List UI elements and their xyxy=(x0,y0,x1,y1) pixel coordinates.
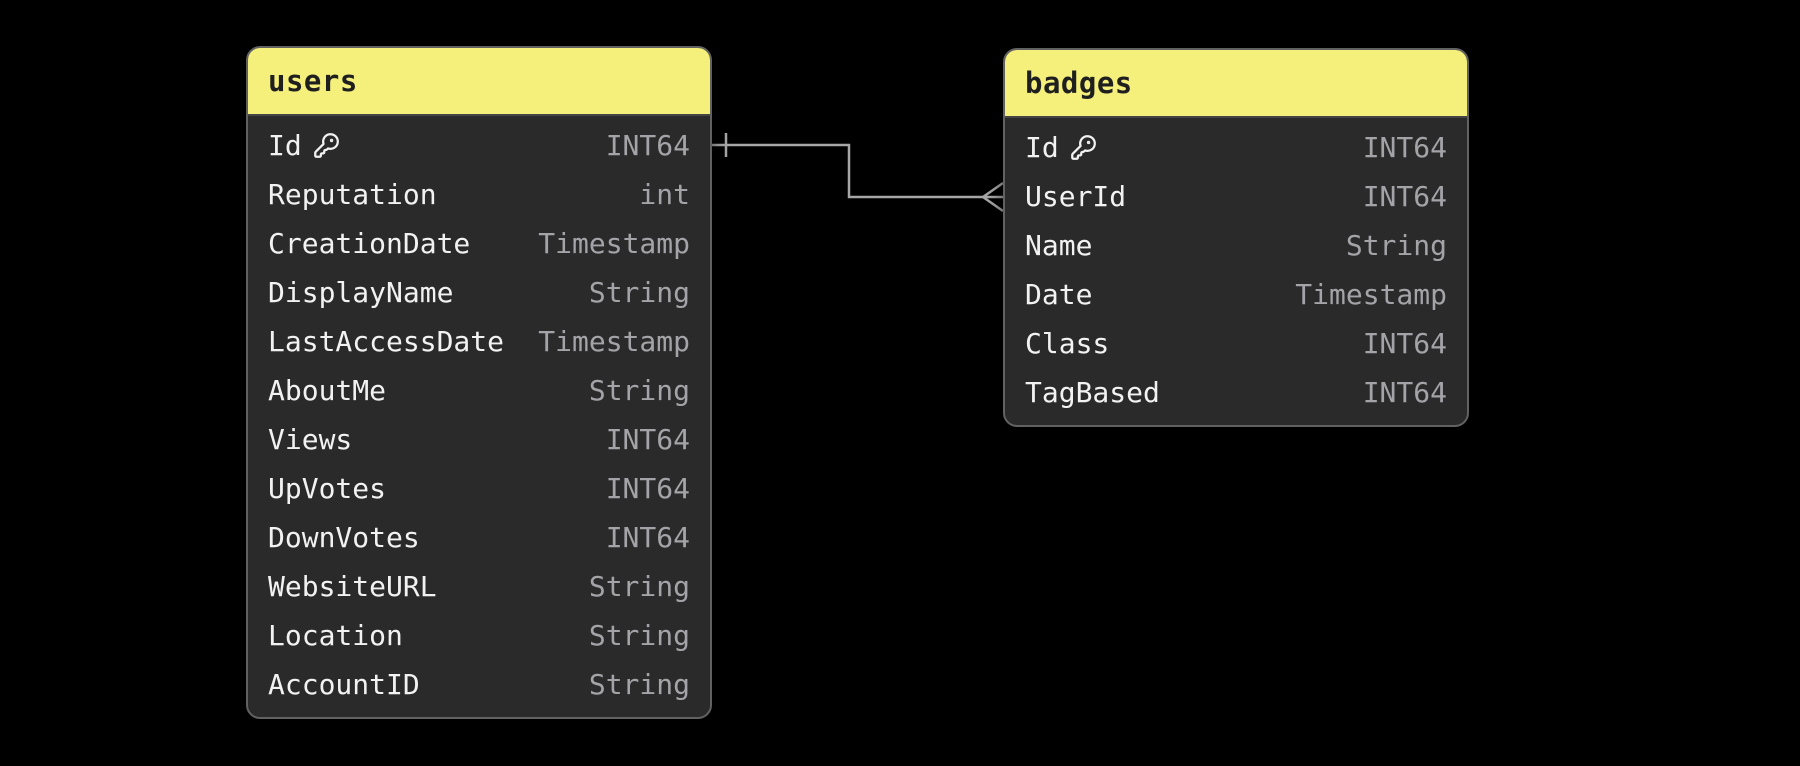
field-row[interactable]: Id INT64 xyxy=(1005,123,1467,172)
field-row[interactable]: Reputation int xyxy=(248,170,710,219)
field-name: DisplayName xyxy=(268,276,454,309)
field-type: int xyxy=(639,178,690,211)
field-name: TagBased xyxy=(1025,376,1160,409)
cardinality-many-crowfoot xyxy=(982,181,1004,213)
field-name: Id xyxy=(268,129,340,162)
field-type: INT64 xyxy=(1362,376,1447,409)
table-title: users xyxy=(268,64,358,98)
field-row[interactable]: Location String xyxy=(248,611,710,660)
field-row[interactable]: Date Timestamp xyxy=(1005,270,1467,319)
field-name: WebsiteURL xyxy=(268,570,437,603)
field-row[interactable]: DisplayName String xyxy=(248,268,710,317)
field-row[interactable]: UpVotes INT64 xyxy=(248,464,710,513)
field-name: Location xyxy=(268,619,403,652)
field-type: INT64 xyxy=(605,423,690,456)
field-name: DownVotes xyxy=(268,521,420,554)
field-name: Views xyxy=(268,423,353,456)
key-icon xyxy=(313,132,340,159)
field-type: String xyxy=(588,619,690,652)
field-type: INT64 xyxy=(605,129,690,162)
field-type: String xyxy=(588,374,690,407)
field-type: Timestamp xyxy=(538,227,690,260)
field-type: INT64 xyxy=(605,472,690,505)
key-icon xyxy=(1070,134,1097,161)
field-type: INT64 xyxy=(1362,327,1447,360)
table-users-header[interactable]: users xyxy=(248,48,710,116)
field-row[interactable]: CreationDate Timestamp xyxy=(248,219,710,268)
field-name: AboutMe xyxy=(268,374,387,407)
field-type: String xyxy=(588,570,690,603)
field-type: Timestamp xyxy=(538,325,690,358)
field-type: Timestamp xyxy=(1295,278,1447,311)
field-name: LastAccessDate xyxy=(268,325,505,358)
field-name: Class xyxy=(1025,327,1110,360)
relationship-line[interactable] xyxy=(712,143,983,199)
field-row[interactable]: Name String xyxy=(1005,221,1467,270)
field-name: CreationDate xyxy=(268,227,471,260)
field-type: String xyxy=(588,276,690,309)
table-title: badges xyxy=(1025,66,1133,100)
field-row[interactable]: DownVotes INT64 xyxy=(248,513,710,562)
field-row[interactable]: TagBased INT64 xyxy=(1005,368,1467,417)
field-type: INT64 xyxy=(1362,180,1447,213)
field-type: INT64 xyxy=(1362,131,1447,164)
field-name: Date xyxy=(1025,278,1093,311)
field-row[interactable]: Views INT64 xyxy=(248,415,710,464)
field-name: Id xyxy=(1025,131,1097,164)
field-row[interactable]: Id INT64 xyxy=(248,121,710,170)
field-row[interactable]: LastAccessDate Timestamp xyxy=(248,317,710,366)
field-type: INT64 xyxy=(605,521,690,554)
field-row[interactable]: AccountID String xyxy=(248,660,710,709)
table-badges-header[interactable]: badges xyxy=(1005,50,1467,118)
field-row[interactable]: WebsiteURL String xyxy=(248,562,710,611)
field-name: UpVotes xyxy=(268,472,387,505)
field-name: Name xyxy=(1025,229,1093,262)
field-type: String xyxy=(1345,229,1447,262)
field-row[interactable]: AboutMe String xyxy=(248,366,710,415)
field-name: AccountID xyxy=(268,668,420,701)
field-type: String xyxy=(588,668,690,701)
field-name: UserId xyxy=(1025,180,1127,213)
field-name: Reputation xyxy=(268,178,437,211)
field-row[interactable]: Class INT64 xyxy=(1005,319,1467,368)
field-row[interactable]: UserId INT64 xyxy=(1005,172,1467,221)
